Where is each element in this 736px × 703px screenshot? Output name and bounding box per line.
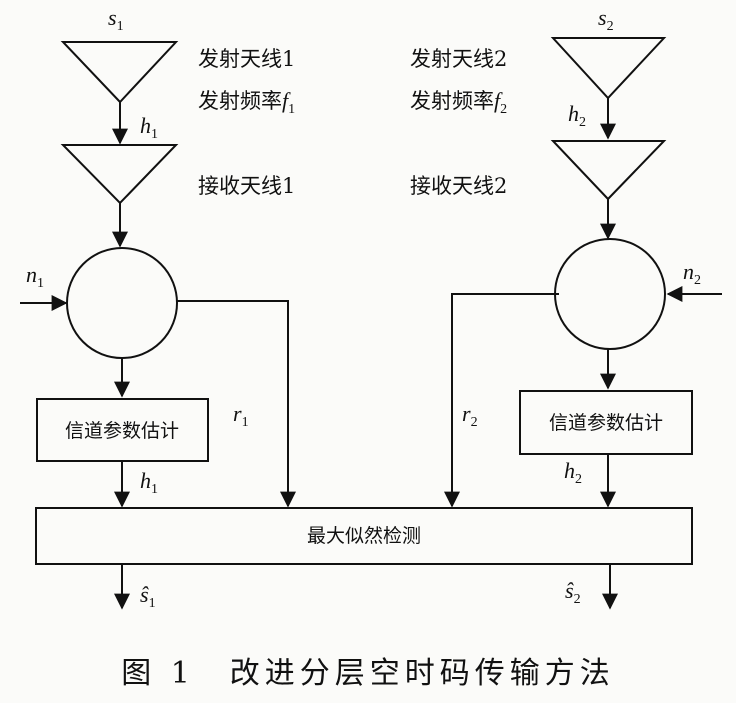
- channel1-label: h1: [140, 113, 158, 142]
- output1-label: ŝ1: [140, 582, 156, 611]
- received2-label: r2: [462, 401, 478, 430]
- tx2-symbol: s2: [598, 5, 614, 34]
- adder1-circle: [66, 247, 178, 359]
- estimator1-label: 信道参数估计: [65, 420, 179, 442]
- detector-label: 最大似然检测: [307, 525, 421, 547]
- noise2-label: n2: [683, 259, 701, 288]
- noise1-label: n1: [26, 262, 44, 291]
- tx2-frequency-label: 发射频率f2: [410, 88, 507, 117]
- rx2-antenna-label: 接收天线2: [410, 174, 507, 198]
- channel2-label: h2: [568, 101, 586, 130]
- received1-path: [176, 300, 296, 508]
- received2-path: [444, 293, 559, 508]
- rx2-antenna: [550, 140, 667, 201]
- rx1-antenna-label: 接收天线1: [198, 174, 295, 198]
- figure-caption: 图 1 改进分层空时码传输方法: [121, 656, 615, 691]
- estimator1-h-label: h1: [140, 468, 158, 497]
- estimator2-label: 信道参数估计: [549, 412, 663, 434]
- estimator2-h-label: h2: [564, 458, 582, 487]
- rx1-antenna: [60, 144, 179, 205]
- tx1-antenna: [60, 41, 179, 104]
- tx2-antenna: [550, 37, 667, 100]
- adder2-circle: [554, 238, 666, 350]
- tx2-antenna-label: 发射天线2: [410, 47, 507, 71]
- tx1-antenna-label: 发射天线1: [198, 47, 295, 71]
- tx1-frequency-label: 发射频率f1: [198, 88, 295, 117]
- detector-box: [35, 507, 693, 565]
- tx1-symbol: s1: [108, 5, 124, 34]
- received1-label: r1: [233, 401, 249, 430]
- output2-label: ŝ2: [565, 578, 581, 607]
- estimator2-box: [519, 390, 693, 455]
